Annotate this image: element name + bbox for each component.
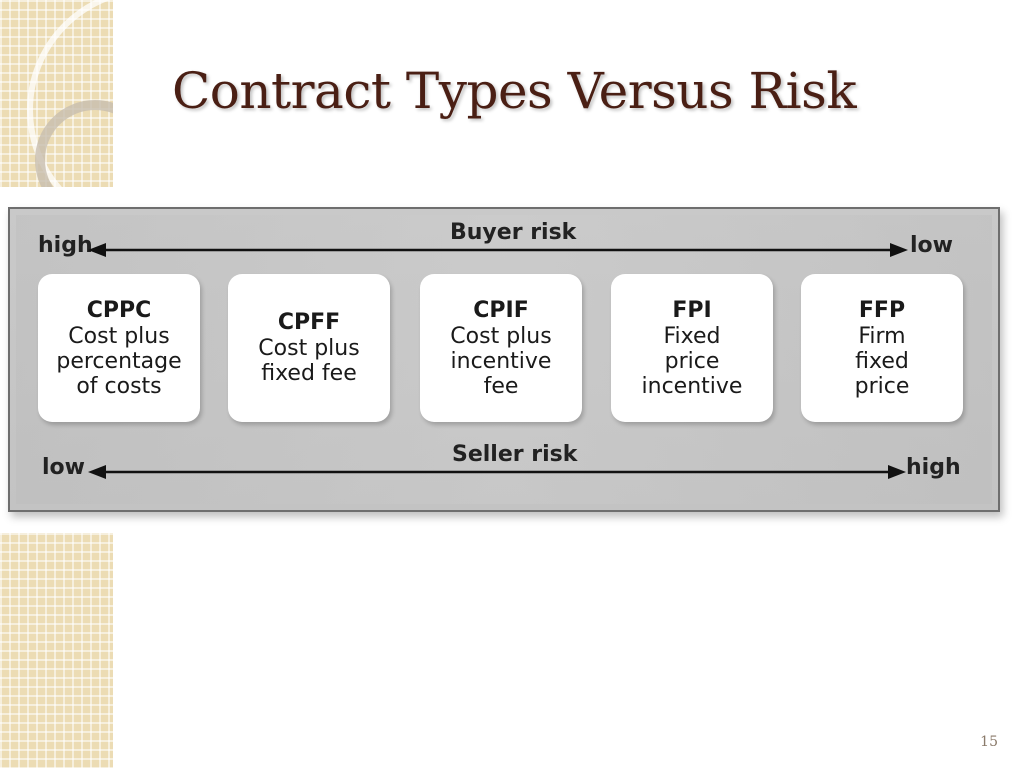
contract-abbr: CPIF bbox=[473, 297, 529, 323]
contract-desc: Firm fixed price bbox=[854, 323, 910, 399]
buyer-risk-right-label: low bbox=[910, 233, 953, 258]
contract-box-fpi: FPI Fixed price incentive bbox=[611, 274, 773, 422]
buyer-risk-label: Buyer risk bbox=[450, 220, 577, 245]
contract-abbr: FFP bbox=[858, 297, 906, 323]
decorative-pattern-bottom bbox=[0, 533, 113, 768]
buyer-risk-left-label: high bbox=[38, 233, 93, 258]
page-number: 15 bbox=[980, 734, 998, 750]
contract-desc: Fixed price incentive bbox=[641, 323, 743, 399]
seller-risk-arrow bbox=[88, 465, 906, 479]
contract-box-cpff: CPFF Cost plus fixed fee bbox=[228, 274, 390, 422]
decorative-pattern-top bbox=[0, 0, 113, 187]
contract-abbr: FPI bbox=[672, 297, 712, 323]
contract-box-ffp: FFP Firm fixed price bbox=[801, 274, 963, 422]
slide-title: Contract Types Versus Risk bbox=[172, 62, 857, 120]
contract-box-cppc: CPPC Cost plus percentage of costs bbox=[38, 274, 200, 422]
seller-risk-left-label: low bbox=[42, 455, 85, 480]
decorative-arcs bbox=[27, 0, 113, 187]
contract-abbr: CPFF bbox=[277, 310, 341, 335]
contract-box-cpif: CPIF Cost plus incentive fee bbox=[420, 274, 582, 422]
seller-risk-label: Seller risk bbox=[452, 442, 578, 467]
contract-desc: Cost plus percentage of costs bbox=[56, 323, 182, 399]
contract-desc: Cost plus fixed fee bbox=[258, 336, 360, 386]
buyer-risk-arrow bbox=[88, 243, 908, 257]
contract-desc: Cost plus incentive fee bbox=[450, 323, 552, 399]
seller-risk-right-label: high bbox=[906, 455, 961, 480]
contract-abbr: CPPC bbox=[86, 297, 152, 323]
